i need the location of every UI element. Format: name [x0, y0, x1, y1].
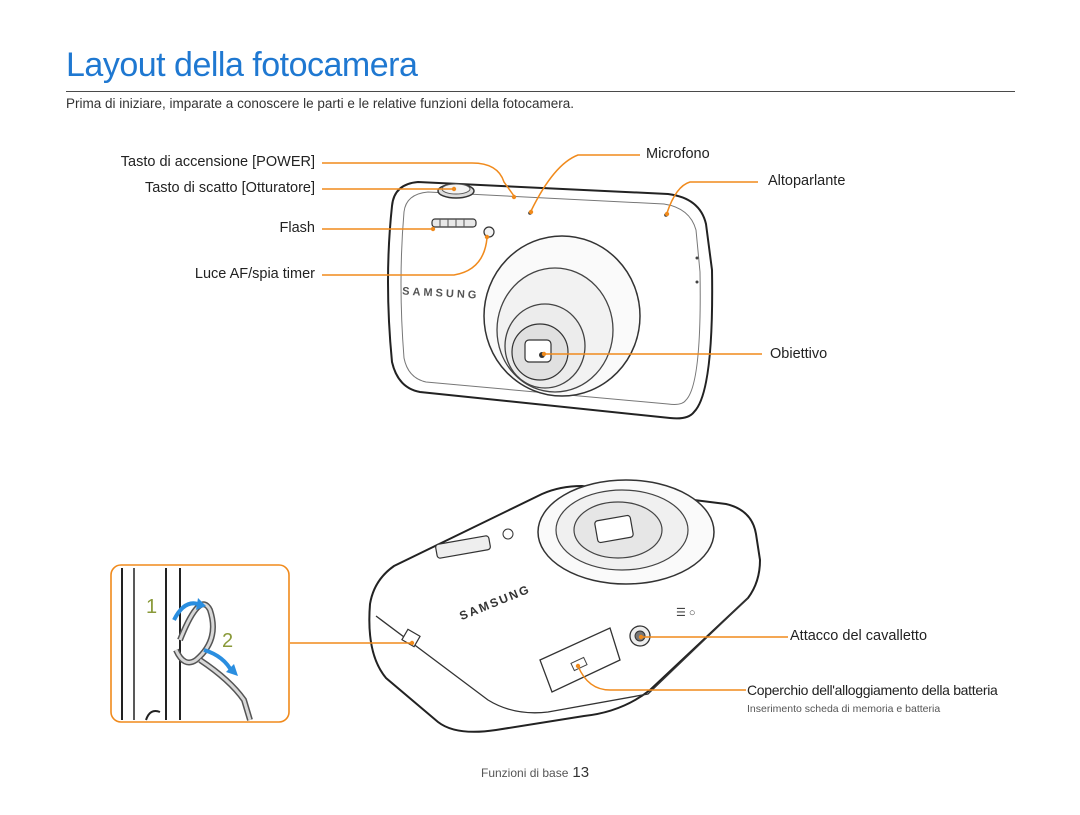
label-af-lamp: Luce AF/spia timer [194, 266, 315, 282]
front-brand-logo: SAMSUNG [402, 286, 480, 302]
label-flash: Flash [279, 220, 315, 236]
svg-text:☰ ○: ☰ ○ [676, 607, 696, 619]
page-title: Layout della fotocamera [66, 46, 418, 84]
battery-cover-note: Inserimento scheda di memoria e batteria [747, 703, 941, 715]
front-callout-dots [430, 186, 670, 357]
bottom-callouts [290, 636, 788, 691]
label-speaker: Altoparlante [768, 173, 846, 189]
front-callouts [322, 154, 762, 355]
strap-inset [110, 564, 290, 723]
strap-step-2: 2 [222, 630, 234, 652]
footer-section: Funzioni di base [481, 766, 569, 780]
title-divider [66, 91, 1015, 92]
label-shutter-button: Tasto di scatto [Otturatore] [144, 180, 315, 196]
label-lens: Obiettivo [770, 346, 828, 362]
label-microphone: Microfono [646, 146, 710, 162]
strap-step-1: 1 [146, 596, 158, 618]
label-battery-cover: Coperchio dell'alloggiamento della batte… [747, 682, 998, 698]
label-tripod-mount: Attacco del cavalletto [790, 628, 928, 644]
label-power-button: Tasto di accensione [POWER] [120, 154, 315, 170]
front-camera-illustration: SAMSUNG [387, 180, 714, 420]
bottom-camera-illustration: ☰ ○ SAMSUNG [368, 479, 762, 733]
intro-text: Prima di iniziare, imparate a conoscere … [66, 96, 574, 111]
page-number: 13 [572, 764, 590, 781]
